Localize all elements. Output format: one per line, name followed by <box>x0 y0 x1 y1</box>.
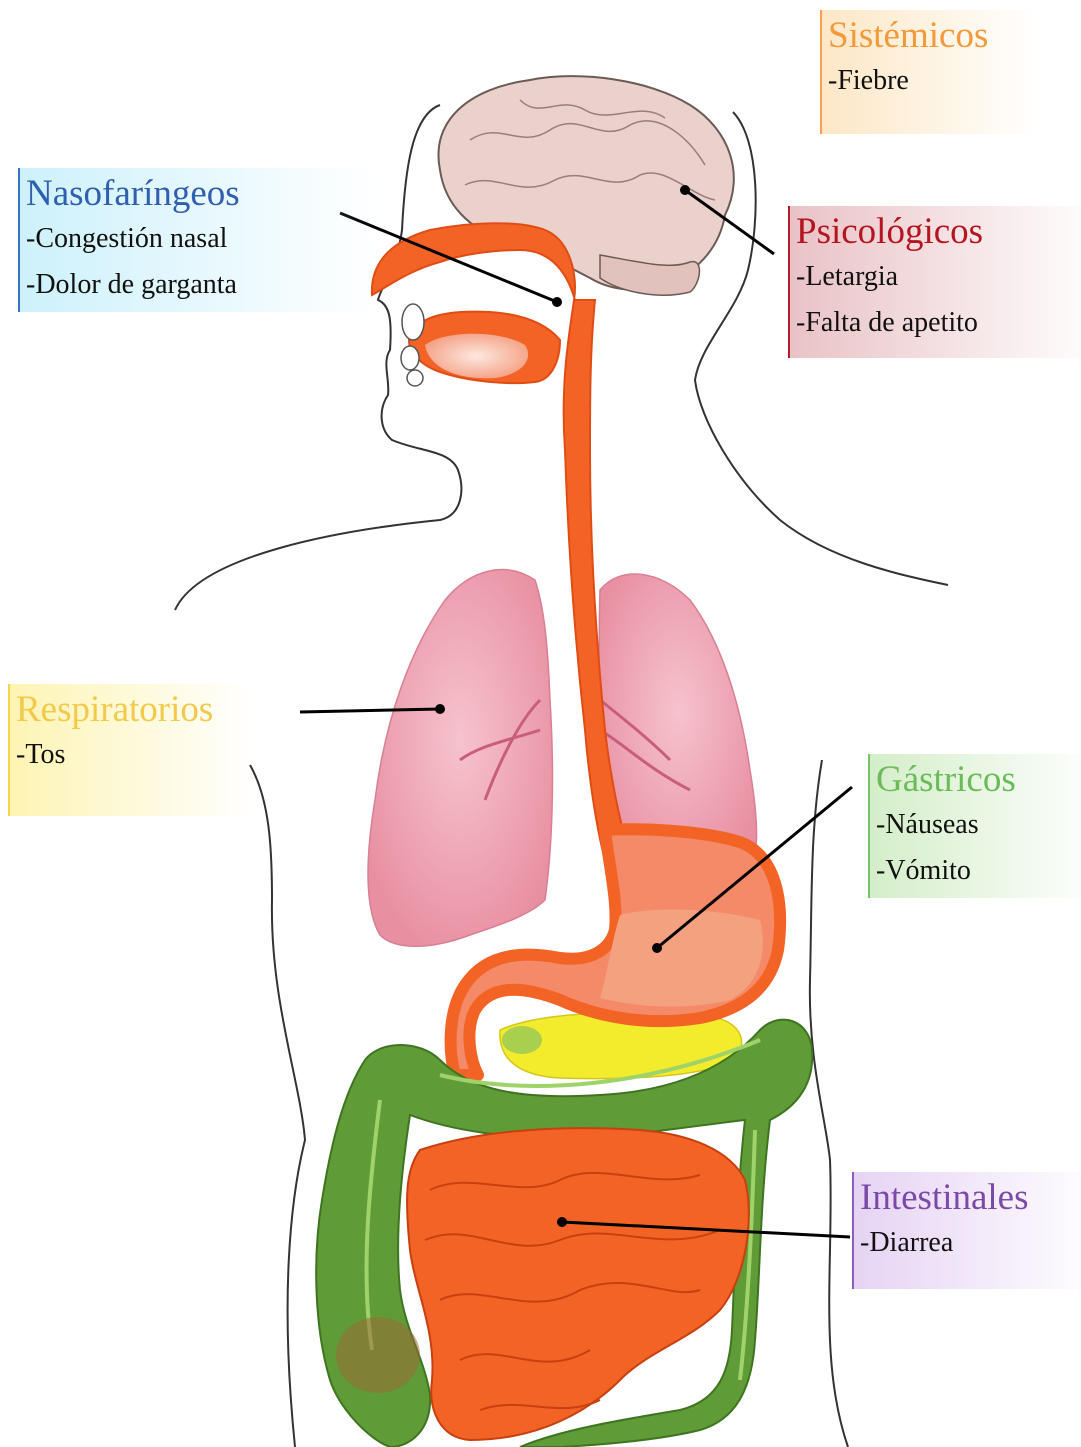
label-item: -Letargia <box>796 254 1081 300</box>
brain-icon <box>438 76 733 295</box>
label-gastricos: Gástricos -Náuseas -Vómito <box>868 754 1081 898</box>
label-sistemicos: Sistémicos -Fiebre <box>820 10 1038 134</box>
label-title: Gástricos <box>876 758 1081 802</box>
label-intestinales: Intestinales -Diarrea <box>852 1172 1081 1289</box>
label-item: -Diarrea <box>860 1220 1081 1266</box>
label-nasofaringeos: Nasofaríngeos -Congestión nasal -Dolor d… <box>18 168 376 312</box>
label-item: -Falta de apetito <box>796 300 1081 346</box>
label-title: Psicológicos <box>796 210 1081 254</box>
small-intestine-icon <box>407 1128 749 1440</box>
label-item: -Dolor de garganta <box>26 262 366 308</box>
label-title: Nasofaríngeos <box>26 172 366 216</box>
appendix-icon <box>336 1317 420 1393</box>
label-psicologicos: Psicológicos -Letargia -Falta de apetito <box>788 206 1081 358</box>
label-title: Intestinales <box>860 1176 1081 1220</box>
label-item: -Tos <box>16 732 244 778</box>
label-item: -Náuseas <box>876 802 1081 848</box>
label-item: -Fiebre <box>828 58 1028 104</box>
label-title: Sistémicos <box>828 14 1028 58</box>
label-title: Respiratorios <box>16 688 244 732</box>
label-item: -Vómito <box>876 848 1081 894</box>
label-item: -Congestión nasal <box>26 216 366 262</box>
label-respiratorios: Respiratorios -Tos <box>8 684 254 816</box>
